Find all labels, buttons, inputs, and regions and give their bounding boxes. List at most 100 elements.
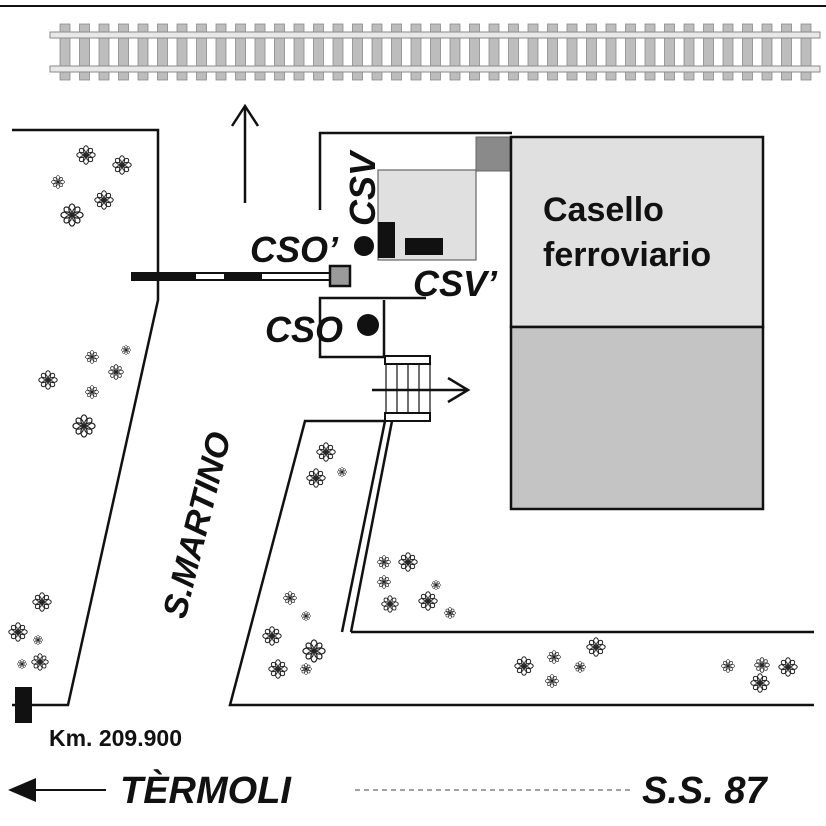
rail-tie (313, 23, 324, 81)
flower-icon (302, 639, 326, 663)
flower-icon (377, 555, 391, 569)
building-lower (509, 325, 765, 511)
crossing-barrier (131, 264, 352, 288)
flower-icon (38, 370, 58, 390)
rail-tie (683, 23, 695, 81)
rail-tie (391, 23, 402, 81)
rail-tie (644, 23, 656, 81)
flower-icon (316, 442, 336, 462)
signal-csv-horizontal (405, 238, 443, 255)
rail-tie (196, 23, 207, 81)
flower-icon (377, 575, 391, 589)
rail-tie (703, 23, 714, 81)
direction-label: TÈRMOLI (120, 768, 292, 812)
flower-icon (574, 661, 586, 673)
rail-tie (157, 23, 168, 81)
rail-tie (547, 23, 558, 81)
signal-light-icon-cso (357, 314, 379, 336)
km-label: Km. 209.900 (49, 725, 182, 751)
left-field-boundary (12, 128, 160, 707)
flower-icon (444, 607, 456, 619)
building-label-line2: ferroviario (543, 236, 711, 274)
flower-icon (514, 656, 534, 676)
km-marker-post (15, 687, 32, 723)
flower-icon (778, 657, 798, 677)
rail-tie (79, 23, 90, 81)
flower-icon (301, 611, 311, 621)
flower-icon (121, 345, 131, 355)
highway-label: S.S. 87 (642, 770, 768, 812)
flower-icon (283, 591, 297, 605)
flower-icon (300, 663, 312, 675)
building-upper (509, 135, 765, 329)
rail-tie (449, 23, 461, 81)
flower-icon (750, 673, 770, 693)
rail-tie (118, 23, 129, 81)
flower-icon (31, 653, 49, 671)
flower-icon (418, 591, 438, 611)
rail-tie (781, 23, 792, 81)
arrow-up-icon (230, 103, 260, 203)
flower-icon (112, 155, 132, 175)
flower-icon (268, 659, 288, 679)
property-boundary (318, 131, 512, 210)
rail-tie (605, 23, 617, 81)
flower-icon (32, 592, 52, 612)
flower-icon (76, 145, 96, 165)
flower-icon (33, 635, 43, 645)
railway-track (49, 23, 821, 81)
rail-tie (215, 23, 227, 81)
rail-tie (586, 23, 597, 81)
rail (49, 65, 821, 73)
rail-tie (176, 23, 188, 81)
rail-tie (352, 23, 363, 81)
rail-tie (254, 23, 266, 81)
flower-icon (754, 657, 770, 673)
road-edge-double-2 (349, 420, 394, 633)
flower-icon (545, 674, 559, 688)
building-label-line1: Casello (543, 191, 664, 229)
csv-label: CSV (342, 149, 383, 226)
flower-icon (262, 626, 282, 646)
rail-tie (527, 23, 539, 81)
rail-tie (410, 23, 422, 81)
rail-tie (59, 23, 71, 81)
rail-tie (800, 23, 812, 81)
flower-icon (51, 175, 65, 189)
flower-icon (398, 552, 418, 572)
road-edge-double-1 (340, 420, 387, 633)
rail-tie (274, 23, 285, 81)
flower-icon (17, 659, 27, 669)
rail-tie (235, 23, 246, 81)
flower-icon (721, 659, 735, 673)
cso-shelter (318, 296, 426, 359)
flower-icon (381, 595, 399, 613)
rail-tie (293, 23, 305, 81)
flower-icon (85, 385, 99, 399)
flower-icon (60, 203, 84, 227)
flower-icon (72, 414, 96, 438)
rail-tie (566, 23, 578, 81)
flower-icon (85, 350, 99, 364)
rail-tie (508, 23, 519, 81)
rail-tie (98, 23, 110, 81)
cso-label: CSO (265, 309, 343, 350)
flower-icon (547, 650, 561, 664)
rail-tie (469, 23, 480, 81)
rail-tie (722, 23, 734, 81)
rail-tie (430, 23, 441, 81)
pedestrian-crossing (384, 355, 431, 422)
rail-tie (761, 23, 773, 81)
rail-tie (625, 23, 636, 81)
rail-tie (137, 23, 149, 81)
flower-icon (337, 467, 347, 477)
road-name-label: S.MARTINO (156, 428, 239, 622)
flower-icon (431, 580, 441, 590)
signal-light-icon-cso-prime (354, 236, 374, 256)
flower-icon (108, 364, 124, 380)
signal-csv-vertical (378, 222, 395, 258)
csv-prime-label: CSV’ (413, 263, 498, 304)
rail-tie (488, 23, 500, 81)
